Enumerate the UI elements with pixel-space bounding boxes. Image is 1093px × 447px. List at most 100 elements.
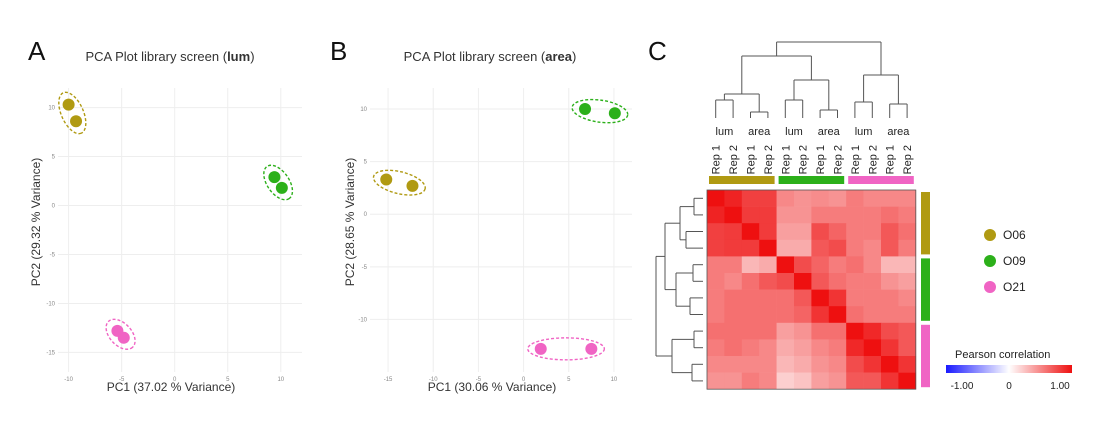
pca-area-y-tick: 10	[360, 107, 367, 113]
pca-lum-x-tick: -10	[64, 377, 73, 383]
pca-area-ellipse-o09	[571, 98, 629, 124]
pca-area-x-tick: 0	[522, 377, 526, 383]
panel-letter-b: B	[330, 36, 347, 66]
heatmap-cell	[724, 273, 743, 290]
pca-lum-y-tick: 10	[48, 106, 55, 112]
heatmap-cell	[776, 339, 795, 357]
heatmap-cell	[898, 339, 917, 357]
heatmap-cell	[794, 356, 812, 373]
pca-area-point-o21	[534, 342, 547, 355]
heatmap-cell	[776, 273, 795, 290]
heatmap-cell	[759, 322, 777, 340]
column-group-label: lum	[785, 126, 803, 138]
heatmap-cell	[898, 306, 917, 324]
pca-lum-x-tick: 10	[277, 377, 284, 383]
heatmap-cell	[828, 322, 847, 340]
heatmap-cell	[846, 289, 864, 307]
column-group-bars	[709, 176, 914, 184]
heatmap-cell	[828, 206, 847, 224]
row-group-bar-o09	[921, 258, 930, 321]
column-group-bar-o06	[709, 176, 775, 184]
heatmap-cell	[759, 289, 777, 307]
pca-area-point-o06	[380, 173, 393, 186]
heatmap-cell	[759, 339, 777, 357]
heatmap-cell	[881, 273, 899, 290]
pca-area-title-prefix: PCA Plot library screen (	[404, 49, 546, 64]
column-group-label: lum	[855, 126, 873, 138]
heatmap-cell	[794, 190, 812, 207]
pca-lum-y-tick: 0	[52, 204, 56, 210]
pca-area-ellipse-o06	[372, 169, 426, 196]
row-dendrogram	[655, 197, 703, 382]
heatmap-cell	[741, 289, 760, 307]
heatmap-cell	[811, 306, 830, 324]
pca-area-y-tick: -5	[362, 265, 368, 271]
heatmap-cell	[759, 190, 777, 207]
pca-lum-grid	[58, 88, 302, 372]
heatmap-cell	[759, 372, 777, 390]
heatmap-cell	[759, 239, 777, 257]
row-group-bar-o21	[921, 324, 930, 388]
heatmap-cell	[741, 339, 760, 357]
heatmap-cell	[811, 289, 830, 307]
heatmap-cell	[741, 190, 760, 207]
heatmap-cell	[794, 289, 812, 307]
pca-area-y-tick: 5	[364, 160, 368, 166]
heatmap-cell	[759, 273, 777, 290]
pca-area-points	[380, 103, 621, 355]
heatmap-cell	[724, 206, 743, 224]
pca-lum-title-bold: lum	[227, 49, 250, 64]
column-group-bar-o09	[778, 176, 845, 184]
pca-lum-title-prefix: PCA Plot library screen (	[85, 49, 227, 64]
heatmap-cell	[811, 339, 830, 357]
heatmap-cell	[881, 256, 899, 274]
heatmap-cell	[846, 256, 864, 274]
heatmap-cell	[724, 339, 743, 357]
heatmap-cell	[759, 306, 777, 324]
heatmap-cell	[898, 223, 917, 241]
heatmap-cell	[776, 256, 795, 274]
heatmap-cell	[794, 239, 812, 257]
pca-lum-point-o06	[62, 98, 75, 111]
heatmap-cell	[881, 239, 899, 257]
column-label: Rep 1	[746, 145, 758, 174]
heatmap-cell	[863, 339, 882, 357]
heatmap-cell	[776, 289, 795, 307]
pca-lum-point-o09	[268, 171, 281, 184]
heatmap-cell	[794, 223, 812, 241]
heatmap-cell	[776, 190, 795, 207]
heatmap-cell	[846, 206, 864, 224]
pca-lum-point-o06	[70, 115, 83, 128]
heatmap-cell	[881, 356, 899, 373]
heatmap-cell	[846, 356, 864, 373]
heatmap-cell	[776, 356, 795, 373]
heatmap-cell	[707, 273, 725, 290]
pca-lum-x-tick: 5	[226, 377, 230, 383]
heatmap-cell	[794, 339, 812, 357]
color-scale-min: -1.00	[951, 381, 974, 392]
heatmap-cell	[811, 190, 830, 207]
heatmap-cell	[828, 190, 847, 207]
heatmap-cell	[811, 256, 830, 274]
heatmap-cell	[846, 339, 864, 357]
heatmap-cell	[707, 372, 725, 390]
heatmap-cell	[707, 322, 725, 340]
heatmap-cell	[794, 273, 812, 290]
pca-area-grid	[370, 88, 632, 372]
heatmap-cell	[898, 289, 917, 307]
heatmap-cell	[794, 206, 812, 224]
legend-swatch-o09	[984, 255, 996, 267]
heatmap-cell	[776, 239, 795, 257]
column-label: Rep 2	[833, 145, 845, 174]
heatmap-cell	[828, 223, 847, 241]
column-label: Rep 2	[867, 145, 879, 174]
row-group-bars	[921, 192, 930, 388]
heatmap-cell	[881, 339, 899, 357]
heatmap-cell	[863, 356, 882, 373]
pca-area-point-o09	[579, 103, 592, 116]
heatmap-cell	[846, 306, 864, 324]
heatmap-cell	[881, 289, 899, 307]
